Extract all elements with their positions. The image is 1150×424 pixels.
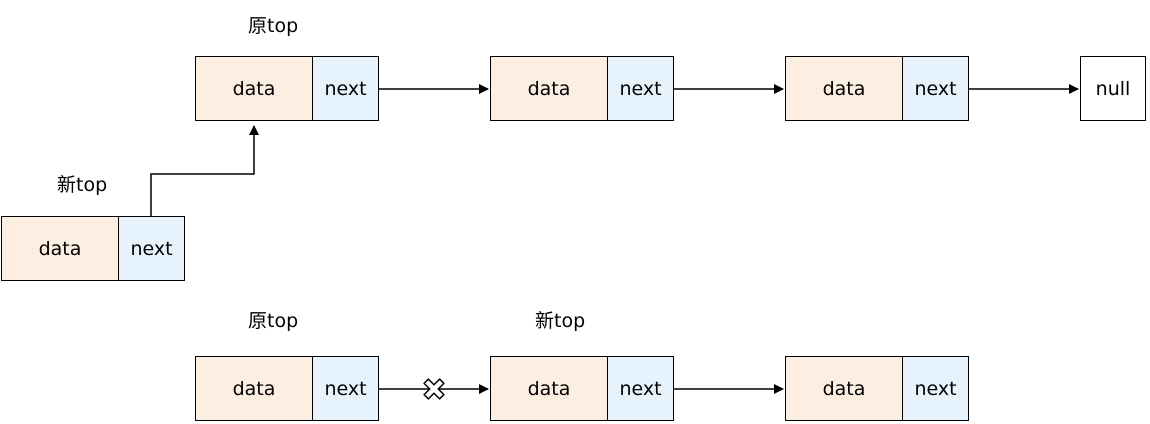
data-cell: data: [786, 357, 902, 420]
null-node: null: [1080, 56, 1146, 121]
next-cell: next: [312, 357, 378, 420]
next-cell: next: [118, 217, 184, 280]
top-node-3: data next: [785, 56, 969, 121]
next-cell: next: [607, 57, 673, 120]
data-cell: data: [2, 217, 118, 280]
next-cell: next: [902, 357, 968, 420]
label-old-top: 原top: [248, 15, 299, 37]
label-new-top-bottom: 新top: [535, 310, 586, 332]
data-cell: data: [491, 357, 607, 420]
bottom-node-2: data next: [490, 356, 674, 421]
next-cell: next: [312, 57, 378, 120]
data-cell: data: [491, 57, 607, 120]
data-cell: data: [786, 57, 902, 120]
new-top-node: data next: [1, 216, 185, 281]
next-cell: next: [902, 57, 968, 120]
label-new-top: 新top: [57, 174, 108, 196]
bottom-node-1: data next: [195, 356, 379, 421]
cross-icon: [423, 378, 445, 400]
arrow-newtop-to-oldtop: [150, 125, 259, 216]
label-old-top-bottom: 原top: [248, 310, 299, 332]
top-node-2: data next: [490, 56, 674, 121]
top-node-1: data next: [195, 56, 379, 121]
data-cell: data: [196, 357, 312, 420]
next-cell: next: [607, 357, 673, 420]
data-cell: data: [196, 57, 312, 120]
bottom-node-3: data next: [785, 356, 969, 421]
